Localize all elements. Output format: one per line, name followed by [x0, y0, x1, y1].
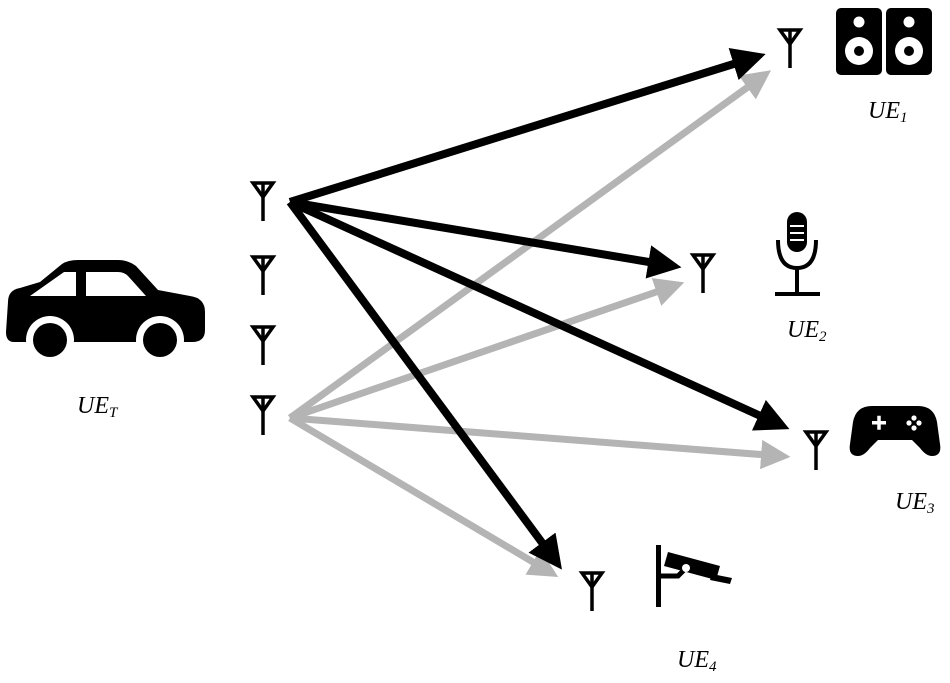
label-subscript: 4 — [709, 659, 717, 675]
security-camera-icon — [656, 545, 732, 607]
antenna-icon — [249, 395, 277, 435]
link-tx4-ue1 — [287, 70, 772, 421]
label-base: UE — [787, 317, 819, 343]
label-subscript: 3 — [927, 501, 935, 517]
secondary-links — [287, 70, 791, 577]
gamepad-icon — [849, 406, 941, 456]
link-tx4-ue4 — [288, 414, 559, 577]
antenna-icon — [578, 571, 606, 611]
link-tx1-ue1 — [288, 47, 766, 206]
primary-links — [286, 47, 790, 570]
antenna-icon — [776, 28, 804, 68]
antenna-icon — [249, 325, 277, 365]
receiver-label-ue2: UE2 — [787, 318, 827, 345]
car-icon — [6, 260, 205, 364]
transmitter-label: UET — [77, 394, 117, 421]
label-subscript: 1 — [900, 110, 908, 126]
label-subscript: 2 — [819, 329, 827, 345]
tx-antenna-array — [249, 181, 277, 435]
label-base: UE — [895, 489, 927, 515]
receiver-label-ue1: UE1 — [868, 99, 908, 126]
receiver-label-ue4: UE4 — [677, 648, 717, 675]
antenna-icon — [689, 253, 717, 293]
rx-antennas — [578, 28, 830, 611]
antenna-icon — [249, 255, 277, 295]
label-base: UE — [868, 98, 900, 124]
antenna-icon — [802, 430, 830, 470]
label-subscript: T — [109, 405, 118, 421]
link-tx4-ue3 — [289, 414, 791, 470]
label-base: UE — [77, 393, 109, 419]
link-tx1-ue3 — [288, 198, 790, 431]
antenna-icon — [249, 181, 277, 221]
receiver-label-ue3: UE3 — [895, 490, 935, 517]
link-tx4-ue2 — [288, 278, 685, 422]
link-tx1-ue2 — [289, 198, 682, 279]
microphone-icon — [775, 212, 820, 296]
link-tx1-ue4 — [286, 199, 562, 570]
label-base: UE — [677, 647, 709, 673]
speaker-icon — [836, 8, 932, 75]
